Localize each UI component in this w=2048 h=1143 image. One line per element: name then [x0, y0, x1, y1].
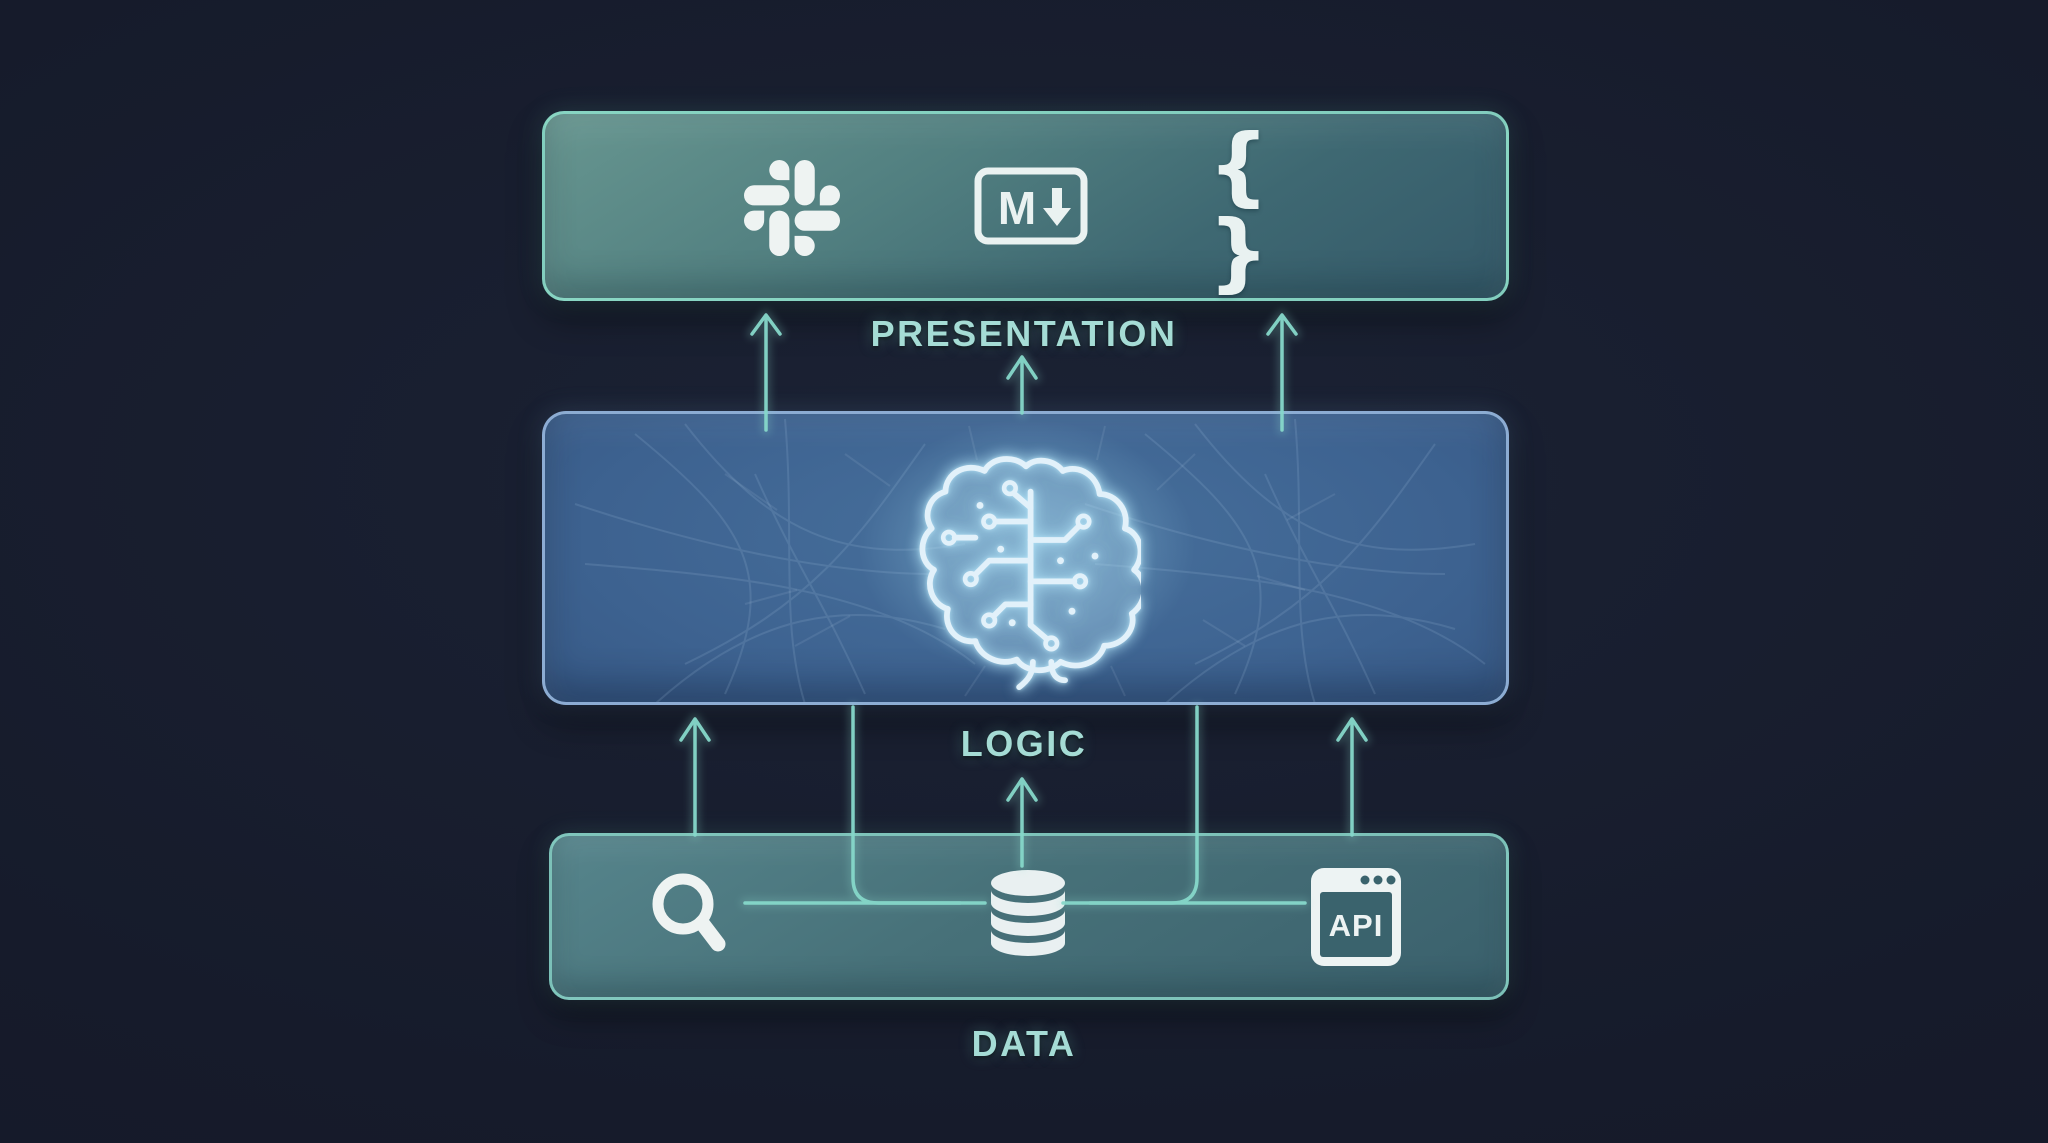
markdown-letter: M [998, 182, 1036, 234]
data-layer-bar: API [549, 833, 1509, 1000]
presentation-label: PRESENTATION [870, 313, 1178, 354]
logic-label: LOGIC [960, 723, 1088, 764]
api-icon: API [1308, 865, 1404, 969]
database-icon [988, 869, 1068, 961]
circuit-brain-icon [919, 456, 1141, 691]
slack-icon [744, 160, 840, 256]
search-icon [649, 873, 733, 957]
braces-glyphs: { } [1208, 116, 1278, 302]
braces-icon: { } [1208, 123, 1328, 295]
markdown-icon: M [973, 166, 1089, 246]
data-label: DATA [971, 1023, 1077, 1064]
logic-layer-bar [542, 411, 1509, 705]
presentation-layer-bar: M { } [542, 111, 1509, 301]
api-label: API [1329, 908, 1384, 943]
